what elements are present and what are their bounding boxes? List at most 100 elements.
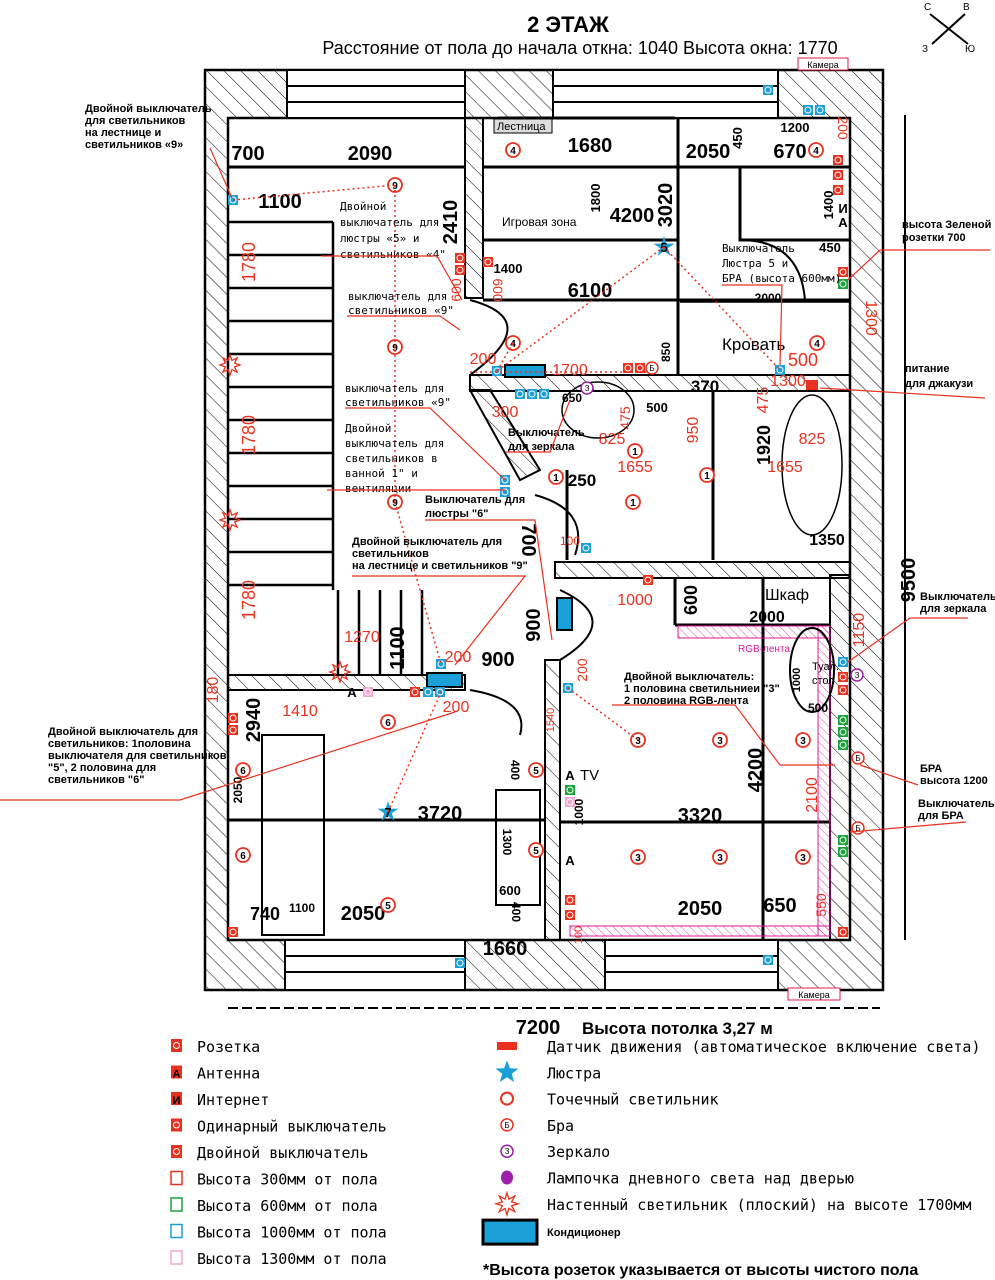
windows [284,69,779,991]
compass-icon: С В З Ю [922,2,975,55]
svg-text:5: 5 [533,766,539,777]
socket-icon [527,389,537,399]
wiring-dimension-label: 100 [560,534,580,548]
svg-text:розетки 700: розетки 700 [902,232,966,244]
svg-text:В: В [963,2,970,13]
socket-icon [763,955,773,965]
dimension-label: 4200 [610,205,655,227]
svg-text:ванной 1" и: ванной 1" и [345,467,418,480]
svg-text:1: 1 [630,498,636,509]
svg-text:А: А [347,685,357,700]
svg-text:светильников «9": светильников «9" [345,396,451,409]
svg-text:6: 6 [240,851,246,862]
svg-text:Б: Б [649,364,654,373]
svg-text:6: 6 [240,766,246,777]
svg-text:высота 1200: высота 1200 [920,775,988,787]
socket-icon [565,910,575,920]
spotlight-icon: 1 [627,443,643,459]
socket-icon [833,170,843,180]
svg-text:Двойной выключатель:: Двойной выключатель: [624,671,754,683]
wiring-dimension-label: 1410 [282,703,318,720]
wall-light-icon [493,1190,521,1218]
socket-icon [838,279,848,289]
spotlight-icon: 1 [548,469,564,485]
socket-icon [838,672,848,682]
rgb-strip-label: RGB-лента [738,644,790,655]
svg-text:3: 3 [635,853,641,864]
page-subtitle: Расстояние от пола до начала откна: 1040… [322,38,837,58]
svg-text:С: С [924,2,931,13]
dimension-label: 1000 [572,798,586,825]
dimension-label: 2410 [440,200,462,245]
socket-icon [363,687,373,697]
wiring-dimension-label: 180 [205,677,222,704]
double-switch-icon [171,1145,182,1158]
legend-item: Высота 1000мм от пола [170,1224,387,1242]
dimension-label: 850 [659,342,673,362]
switch-icon [423,687,433,697]
dimension-label: 740 [250,904,280,924]
svg-text:Одинарный выключатель: Одинарный выключатель [197,1118,387,1136]
spotlight-icon: 3 [630,732,646,748]
sconce-icon: Б [645,361,659,375]
wiring-dimension-label: 200 [470,351,497,368]
svg-text:А: А [173,1069,181,1081]
rgb-strip [569,925,831,937]
legend-item: Настенный светильник (плоский) на высоте… [493,1190,971,1218]
wiring-dimension-label: 200 [574,658,590,682]
legend-item: Кондиционер [481,1218,621,1246]
svg-text:Бра: Бра [547,1117,574,1135]
legend-item: Высота 600мм от пола [170,1197,378,1215]
dimension-label: 3020 [655,183,677,228]
socket-icon [565,797,575,807]
wall-light-icon [328,660,352,684]
internet-icon: И [838,201,847,216]
svg-text:Настенный светильник (плоский): Настенный светильник (плоский) на высоте… [547,1196,971,1214]
svg-text:Двойной выключатель для: Двойной выключатель для [352,536,502,548]
legend-item: Одинарный выключатель [171,1118,387,1136]
dimension-label: 700 [231,143,264,165]
svg-text:Двойной: Двойной [340,200,386,213]
socket-icon [838,715,848,725]
svg-text:на лестнице и светильников "9: на лестнице и светильников "9" [352,560,528,572]
svg-text:6: 6 [385,718,391,729]
dimension-label: 1920 [754,425,774,465]
motion-sensor-icon [806,380,818,390]
camera-label: Камера [807,60,838,70]
page-title: 2 ЭТАЖ [527,12,609,37]
svg-text:1: 1 [632,447,638,458]
spotlight-icon: 1 [699,467,715,483]
wiring-dimension-label: 1655 [617,459,653,476]
svg-text:4: 4 [814,339,820,350]
dimension-label: 1100 [289,901,315,915]
svg-text:Двойной выключатель: Двойной выключатель [197,1144,369,1162]
dimension-label: 600 [499,883,521,898]
svg-text:БРА (высота 600мм): БРА (высота 600мм) [722,272,841,285]
socket-icon [565,895,575,905]
single-switch-icon [171,1118,182,1132]
svg-text:4: 4 [510,339,516,350]
spotlight-icon: 5 [380,897,396,913]
svg-text:Б: Б [855,824,860,833]
vanity-table [789,627,835,713]
svg-text:3: 3 [717,736,723,747]
dimension-label: 900 [481,649,514,671]
legend-item: Двойной выключатель [171,1144,369,1162]
svg-text:5: 5 [385,901,391,912]
air-conditioner-icon [481,1218,539,1246]
svg-text:для БРА: для БРА [918,810,964,822]
svg-text:светильников «9": светильников «9" [348,304,454,317]
wiring-dimension-label: 500 [788,350,818,370]
wiring-dimension-label: 1270 [344,629,380,646]
spotlight-icon: 3 [795,732,811,748]
camera-box [787,987,841,1001]
svg-text:А: А [565,853,575,868]
dimension-label: 1100 [387,626,409,669]
wiring-dimension-label: 825 [799,431,826,448]
